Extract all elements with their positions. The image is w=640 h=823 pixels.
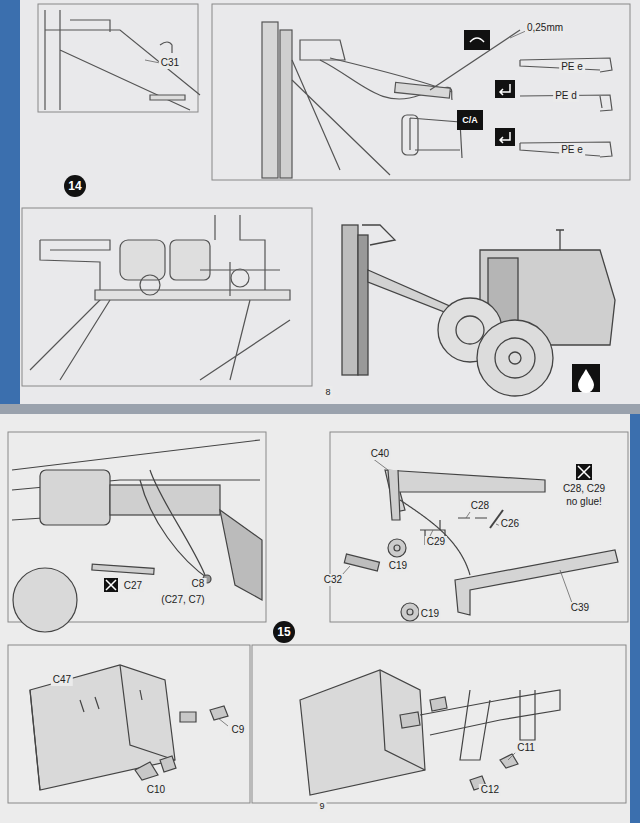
part-label: C47 (51, 674, 73, 686)
panel-frames (8, 4, 630, 803)
part-label: C28 (469, 500, 491, 512)
mast-detail (45, 10, 200, 110)
node-text: 14 (68, 179, 81, 193)
part-label: C40 (369, 448, 391, 460)
part-label: PE e (559, 61, 585, 73)
upper-page (20, 0, 640, 406)
part-label: PE d (553, 90, 579, 102)
part-label: C32 (322, 574, 344, 586)
node-text: C/A (462, 115, 478, 125)
valve-detail (30, 215, 290, 380)
adhesive-badge: C/A (457, 110, 483, 130)
linkage-detail (12, 440, 262, 632)
part-label: C19 (387, 560, 409, 572)
page-number: 9 (317, 800, 326, 812)
fork-assembly (262, 22, 612, 178)
part-label: C11 (515, 742, 537, 754)
part-label: C10 (145, 784, 167, 796)
part-label: C29 (425, 536, 447, 548)
bend-icons (495, 80, 515, 146)
wire-icon-mark (470, 38, 484, 42)
part-label: C28, C29 (561, 483, 607, 495)
part-label: 0,25mm (525, 22, 565, 34)
tractor-drawing (342, 225, 615, 396)
arm-parts (344, 470, 618, 621)
part-label: C26 (499, 518, 521, 530)
step-number: 15 (273, 621, 295, 643)
bucket-drawings (30, 665, 560, 795)
wire-icon (464, 30, 490, 50)
part-label: C8 (190, 578, 207, 590)
part-label: C19 (419, 608, 441, 620)
lower-page (0, 412, 630, 823)
part-label: C12 (479, 784, 501, 796)
part-label: C27 (122, 580, 144, 592)
leader-lines (145, 30, 572, 760)
part-label: PE e (559, 144, 585, 156)
node-text: 15 (277, 625, 290, 639)
page-number: 8 (323, 386, 332, 398)
spine-shadow (0, 404, 640, 414)
part-label: C39 (569, 602, 591, 614)
part-label: no glue! (564, 496, 604, 508)
part-label: C9 (230, 724, 247, 736)
part-label: (C27, C7) (159, 594, 206, 606)
paint-drop (578, 369, 594, 393)
paint-icon (572, 364, 600, 392)
step-number: 14 (64, 175, 86, 197)
part-label: C31 (159, 57, 181, 69)
